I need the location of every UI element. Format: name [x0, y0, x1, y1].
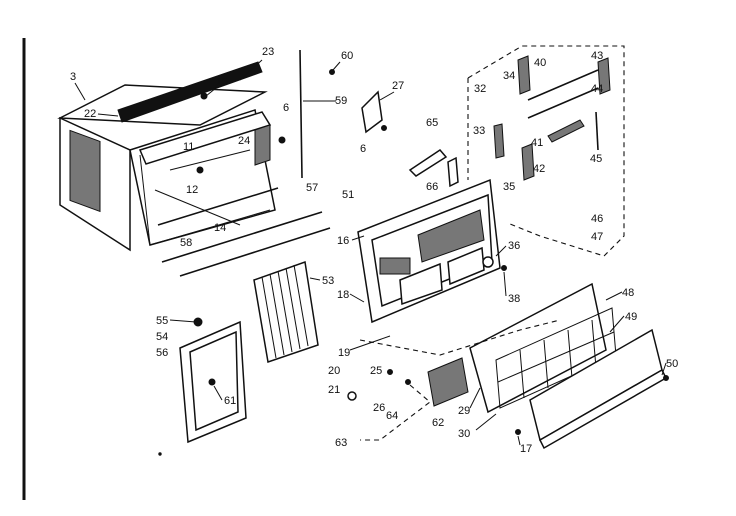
part-label: 29: [458, 405, 470, 417]
part-label: 17: [520, 443, 532, 455]
part-label: 6: [283, 102, 289, 114]
part-label: 11: [183, 141, 194, 153]
part-label: 32: [474, 83, 486, 95]
part-label: 35: [503, 181, 515, 193]
part-label: 12: [186, 184, 198, 196]
cabinet-part: [57, 61, 286, 252]
part-label: 3: [70, 71, 76, 83]
part-label: 58: [180, 237, 192, 249]
part-label: 55: [156, 315, 168, 327]
part-label: 56: [156, 347, 168, 359]
part-label: 41: [531, 137, 543, 149]
part-label: 42: [533, 163, 545, 175]
part-label: 66: [426, 181, 438, 193]
part-label: 20: [328, 365, 340, 377]
part-label: 30: [458, 428, 470, 440]
part-label: 60: [341, 50, 353, 62]
part-label: 26: [373, 402, 385, 414]
front-panel-part: [357, 178, 507, 324]
part-label: 16: [337, 235, 349, 247]
part-label: 61: [224, 395, 236, 407]
part-label: 64: [386, 410, 398, 422]
louver-part: [427, 357, 469, 407]
part-label: 25: [370, 365, 382, 377]
part-label: 46: [591, 213, 603, 225]
part-label: 21: [328, 384, 340, 396]
part-label: 57: [306, 182, 318, 194]
part-label: 14: [214, 222, 226, 234]
part-label: 23: [262, 46, 274, 58]
part-label: 6: [360, 143, 366, 155]
part-label: 62: [432, 417, 444, 429]
part-label: 65: [426, 117, 438, 129]
part-label: 45: [590, 153, 602, 165]
part-label: 44: [591, 83, 603, 95]
part-label: 54: [156, 331, 168, 343]
part-label: 33: [473, 125, 485, 137]
leader-lines: [74, 59, 667, 446]
part-label: 34: [503, 70, 515, 82]
part-label: 24: [238, 135, 250, 147]
part-label: 38: [508, 293, 520, 305]
part-label: 19: [338, 347, 350, 359]
part-label: 51: [342, 189, 354, 201]
part-label: 15: [216, 76, 228, 88]
part-label: 27: [392, 80, 404, 92]
part-label: 43: [591, 50, 603, 62]
part-labels: 3 22 23 15 11 6 24 12 14 58 57 51 60 59 …: [70, 46, 678, 455]
part-label: 53: [322, 275, 334, 287]
filter-part: [253, 260, 319, 363]
part-label: 48: [622, 287, 634, 299]
part-label: 59: [335, 95, 347, 107]
part-label: 36: [508, 240, 520, 252]
part-label: 22: [84, 108, 96, 120]
part-label: 47: [591, 231, 603, 243]
part-label: 50: [666, 358, 678, 370]
frame-part: [179, 317, 247, 444]
part-label: 18: [337, 289, 349, 301]
part-label: 63: [335, 437, 347, 449]
part-label: 40: [534, 57, 546, 69]
part-label: 49: [625, 311, 637, 323]
